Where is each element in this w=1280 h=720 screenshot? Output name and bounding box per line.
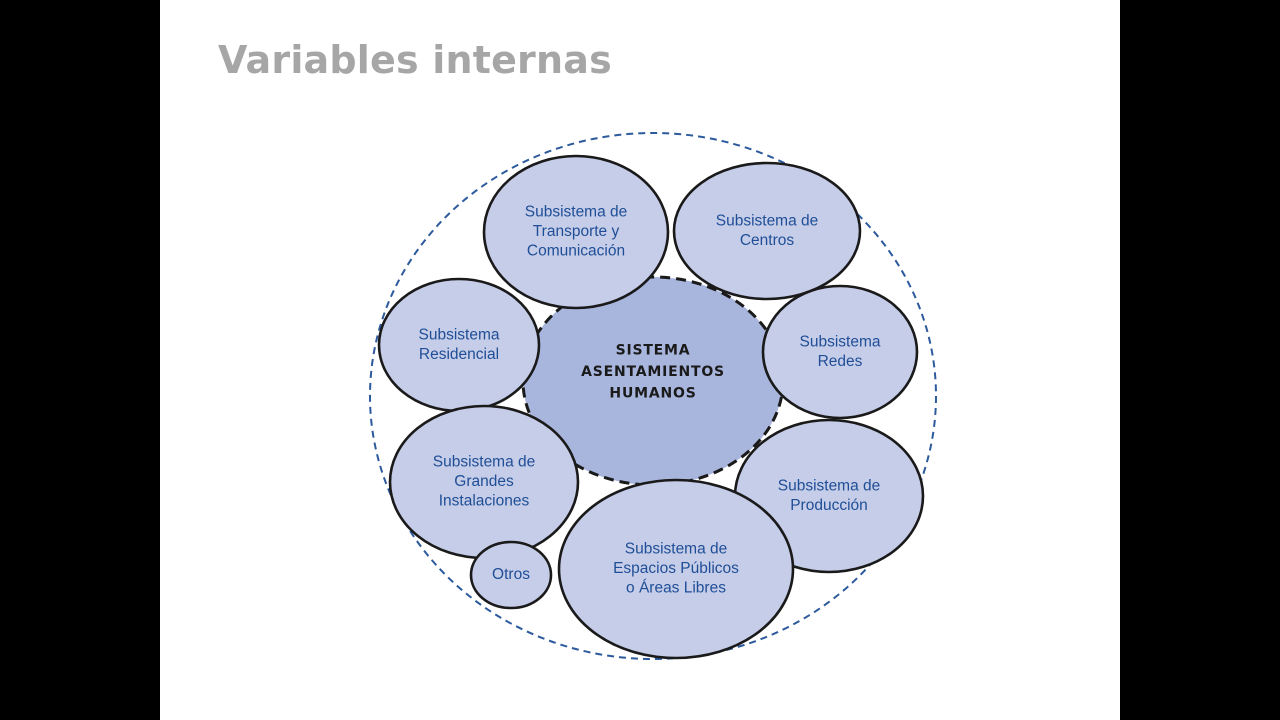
slide-title: Variables internas bbox=[218, 38, 612, 82]
label-line: Centros bbox=[740, 232, 795, 249]
label-line: Instalaciones bbox=[439, 493, 530, 510]
asentamientos-diagram: SISTEMA ASENTAMIENTOS HUMANOS Subsistema d… bbox=[369, 132, 937, 660]
label-line: HUMANOS bbox=[609, 386, 696, 402]
label-line: Transporte y bbox=[533, 223, 620, 240]
label-line: Subsistema bbox=[800, 333, 881, 350]
subsystem-espacios-publicos: Subsistema de Espacios Públicos o Áreas Li… bbox=[557, 478, 795, 660]
subsystem-bubble bbox=[672, 161, 862, 301]
subsystem-otros: Otros bbox=[469, 540, 553, 610]
subsystem-label: Subsistema de Producción bbox=[778, 477, 881, 514]
label-line: Producción bbox=[790, 497, 868, 514]
label-line: Otros bbox=[492, 566, 530, 583]
label-line: Espacios Públicos bbox=[613, 560, 739, 577]
subsystem-label: Subsistema de Centros bbox=[716, 212, 819, 249]
label-line: Subsistema de bbox=[716, 212, 819, 229]
label-line: SISTEMA bbox=[616, 343, 691, 359]
label-line: Subsistema bbox=[419, 326, 500, 343]
slide: Variables internas SISTEMA ASENTAMIENTOS H… bbox=[160, 0, 1120, 720]
label-line: Residencial bbox=[419, 346, 499, 363]
subsystem-bubble bbox=[557, 478, 795, 660]
label-line: Comunicación bbox=[527, 243, 625, 260]
label-line: Subsistema de bbox=[433, 454, 536, 471]
subsystem-transporte: Subsistema de Transporte y Comunicación bbox=[482, 154, 670, 310]
outer-dashed-ring bbox=[369, 132, 937, 660]
subsystem-bubble bbox=[469, 540, 553, 610]
label-line: ASENTAMIENTOS bbox=[581, 364, 725, 380]
label-line: Subsistema de bbox=[525, 204, 628, 221]
label-line: o Áreas Libres bbox=[626, 580, 726, 597]
label-line: Grandes bbox=[454, 473, 514, 490]
label-line: Redes bbox=[818, 353, 863, 370]
subsystem-label: Otros bbox=[492, 566, 530, 583]
subsystem-bubble bbox=[761, 284, 919, 420]
subsystem-bubble bbox=[482, 154, 670, 310]
label-line: Subsistema de bbox=[625, 541, 728, 558]
label-line: Subsistema de bbox=[778, 477, 881, 494]
subsystem-centros: Subsistema de Centros bbox=[672, 161, 862, 301]
center-label: SISTEMA ASENTAMIENTOS HUMANOS bbox=[581, 343, 725, 402]
subsystem-label: Subsistema de Espacios Públicos o Áreas Li… bbox=[613, 541, 739, 597]
subsystem-label: Subsistema de Transporte y Comunicación bbox=[525, 204, 628, 260]
